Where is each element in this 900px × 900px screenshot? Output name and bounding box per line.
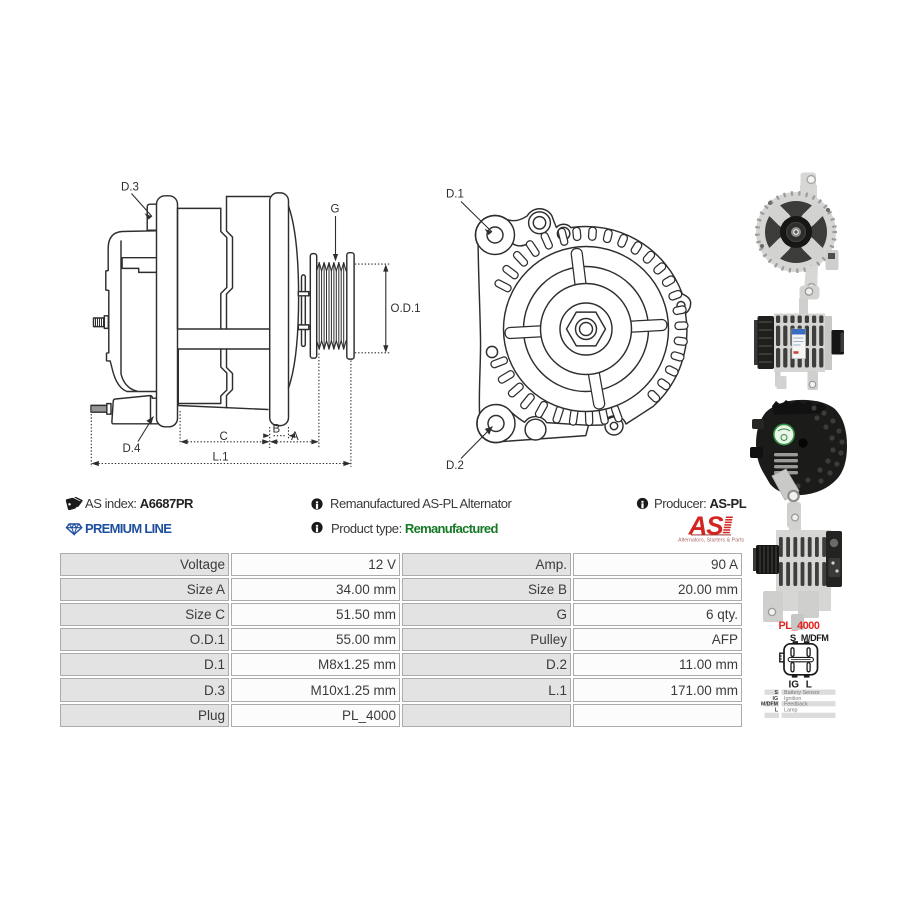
svg-text:L: L <box>806 680 812 691</box>
svg-text:IG: IG <box>773 696 778 702</box>
svg-text:G: G <box>331 204 340 216</box>
svg-text:M/DFM: M/DFM <box>801 633 829 643</box>
svg-text:IG: IG <box>789 680 800 691</box>
svg-text:D.4: D.4 <box>123 443 142 455</box>
svg-text:Alternators, Starters & Parts: Alternators, Starters & Parts <box>678 538 744 544</box>
svg-text:S: S <box>790 633 796 644</box>
svg-text:Feedback: Feedback <box>784 702 808 708</box>
svg-text:Battery Sensor: Battery Sensor <box>784 690 820 696</box>
svg-text:D.1: D.1 <box>446 189 464 201</box>
svg-text:PL_4000: PL_4000 <box>778 620 819 632</box>
svg-text:S: S <box>775 690 779 696</box>
svg-text:AS: AS <box>688 511 725 541</box>
svg-text:B: B <box>273 424 281 436</box>
svg-text:D.2: D.2 <box>446 460 464 472</box>
svg-text:M/DFM: M/DFM <box>761 702 778 708</box>
svg-text:Ignition: Ignition <box>784 696 801 702</box>
svg-text:D.3: D.3 <box>121 182 139 194</box>
svg-text:L: L <box>775 708 779 714</box>
svg-text:L.1: L.1 <box>213 452 229 464</box>
svg-text:O.D.1: O.D.1 <box>391 303 421 315</box>
svg-text:Lamp: Lamp <box>784 708 798 714</box>
svg-text:A: A <box>291 431 299 443</box>
svg-text:C: C <box>220 431 228 443</box>
